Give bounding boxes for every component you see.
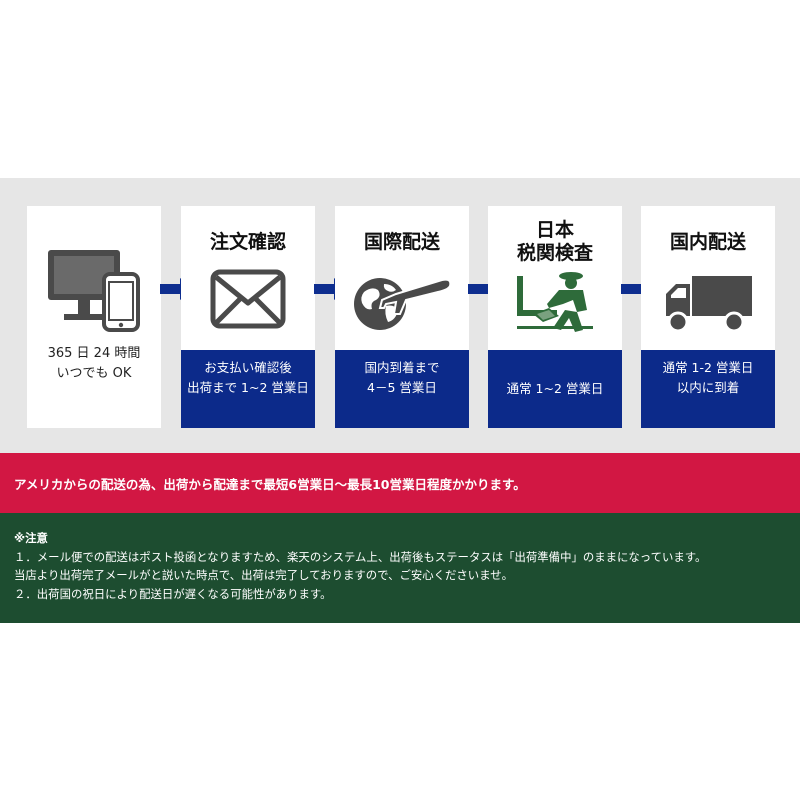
intl-title: 国際配送 <box>363 231 440 253</box>
step-order: 365 日 24 時間 いつでも OK <box>27 206 161 428</box>
shipping-flow: 365 日 24 時間 いつでも OK 注文確認 お支払い確認後 出荷まで 1~… <box>0 178 800 453</box>
order-line-1: 365 日 24 時間 <box>47 346 141 361</box>
confirm-title: 注文確認 <box>209 231 286 253</box>
customs-title-line-1: 日本 <box>535 219 574 241</box>
step-domestic: 国内配送 通常 1-2 営業日 以内に到着 <box>641 206 775 428</box>
intl-line-1: 国内到着まで <box>364 360 440 375</box>
confirm-line-1: お支払い確認後 <box>204 360 292 375</box>
customs-title: 日本 税関検査 <box>488 219 622 265</box>
note-line-2: 当店より出荷完了メールがと説いた時点で、出荷は完了しておりますので、ご安心くださ… <box>14 568 514 582</box>
delivery-time-banner: アメリカからの配送の為、出荷から配達まで最短6営業日～最長10営業日程度かかりま… <box>0 453 800 513</box>
domestic-line-1: 通常 1-2 営業日 <box>662 360 754 375</box>
order-text: 365 日 24 時間 いつでも OK <box>27 344 161 384</box>
computer-smartphone-icon <box>48 250 140 332</box>
globe-airplane-icon <box>354 278 452 330</box>
delivery-truck-icon <box>666 276 752 333</box>
banner-text: アメリカからの配送の為、出荷から配達まで最短6営業日～最長10営業日程度かかりま… <box>14 476 526 492</box>
customs-officer-icon <box>517 272 593 332</box>
customs-title-line-2: 税関検査 <box>516 242 593 264</box>
step-customs: 日本 税関検査 通常 1~2 営業日 <box>488 206 622 428</box>
domestic-line-2: 以内に到着 <box>676 380 740 395</box>
confirm-line-2: 出荷まで 1~2 営業日 <box>187 380 309 395</box>
envelope-icon <box>210 269 286 329</box>
domestic-title: 国内配送 <box>669 231 746 253</box>
intl-line-2: 4－5 営業日 <box>367 380 437 395</box>
order-line-2: いつでも OK <box>56 366 132 381</box>
confirm-box: お支払い確認後 出荷まで 1~2 営業日 <box>181 350 315 428</box>
customs-box: 通常 1~2 営業日 <box>488 350 622 428</box>
notes-title: ※注意 <box>14 531 48 545</box>
note-line-3: ２．出荷国の祝日により配送日が遅くなる可能性があります。 <box>14 586 332 601</box>
step-intl: 国際配送 国内到着まで 4－5 営業日 <box>335 206 469 428</box>
customs-line-1: 通常 1~2 営業日 <box>506 381 604 396</box>
note-line-1: １．メール便での配送はポスト投函となりますため、楽天のシステム上、出荷後もステー… <box>14 549 707 564</box>
domestic-box: 通常 1-2 営業日 以内に到着 <box>641 350 775 428</box>
intl-box: 国内到着まで 4－5 営業日 <box>335 350 469 428</box>
step-confirm: 注文確認 お支払い確認後 出荷まで 1~2 営業日 <box>181 206 315 428</box>
notes-section: ※注意 １．メール便での配送はポスト投函となりますため、楽天のシステム上、出荷後… <box>0 513 800 623</box>
